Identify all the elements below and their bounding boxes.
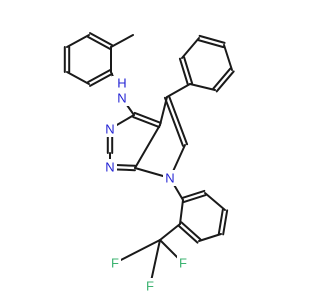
bond-q5-q6 xyxy=(180,221,202,241)
bond-q1-q2 xyxy=(182,194,207,204)
bond-p4-p5 xyxy=(223,44,233,71)
bond-a4-a5 xyxy=(66,71,90,85)
atom-label-amine-nh: N H xyxy=(112,76,134,106)
bond-q5-q6 xyxy=(177,224,199,244)
bond-q6-q1 xyxy=(179,199,184,225)
bond-a1-a2 xyxy=(86,35,111,50)
molecule-structure: N H N N N F F F xyxy=(63,32,235,294)
bond-c5-c6 xyxy=(168,95,189,146)
atom-n-amine: N xyxy=(117,91,126,106)
bond-a5-a6 xyxy=(86,69,111,84)
bond-p5-p6 xyxy=(215,70,235,93)
bond-a5-a6 xyxy=(89,72,114,87)
bond-q3-q4 xyxy=(217,208,224,235)
bond-p3-p4 xyxy=(197,39,225,49)
atom-f-right: F xyxy=(179,256,187,271)
bond-q1-q2 xyxy=(181,189,206,199)
atom-n-ring-lower: N xyxy=(105,160,114,175)
bond-q6-cf xyxy=(159,223,181,241)
bond-p5-p6 xyxy=(212,67,232,90)
bond-p1-p2 xyxy=(178,57,189,86)
atom-label-ring-n-upper: N xyxy=(103,121,117,137)
bond-p2-p3 xyxy=(181,37,200,59)
bond-c5-c6 xyxy=(163,96,184,147)
bond-q3-q4 xyxy=(222,209,229,236)
atom-f-left: F xyxy=(111,256,119,271)
atom-label-f-bottom: F xyxy=(144,278,156,294)
bond-p3-p4 xyxy=(198,34,226,44)
bond-cf-fL xyxy=(114,239,161,264)
bond-q2-q3 xyxy=(204,192,226,211)
bond-a2-a3 xyxy=(66,34,90,48)
bond-c4-c3a xyxy=(133,111,162,124)
atom-f-bottom: F xyxy=(146,279,154,294)
atom-label-ring-n-lower: N xyxy=(103,159,117,175)
atom-n-pyrrole: N xyxy=(165,171,174,186)
bond-c7a-c3a xyxy=(134,124,161,169)
atom-label-f-left: F xyxy=(109,255,121,271)
bond-c5-p1 xyxy=(166,83,191,98)
bond-c4-c3a xyxy=(132,116,161,129)
bond-p1-p2 xyxy=(183,56,194,85)
bond-me-a1 xyxy=(110,34,134,48)
bond-layer xyxy=(63,32,235,287)
atom-label-f-right: F xyxy=(177,255,189,271)
atom-h-amine: H xyxy=(117,76,126,91)
bond-a1-a2 xyxy=(89,32,114,47)
atom-label-pyrrole-n: N xyxy=(163,170,177,186)
atom-n-ring-upper: N xyxy=(105,122,114,137)
bond-p6-p1 xyxy=(189,83,216,91)
bond-q4-q5 xyxy=(198,233,222,242)
